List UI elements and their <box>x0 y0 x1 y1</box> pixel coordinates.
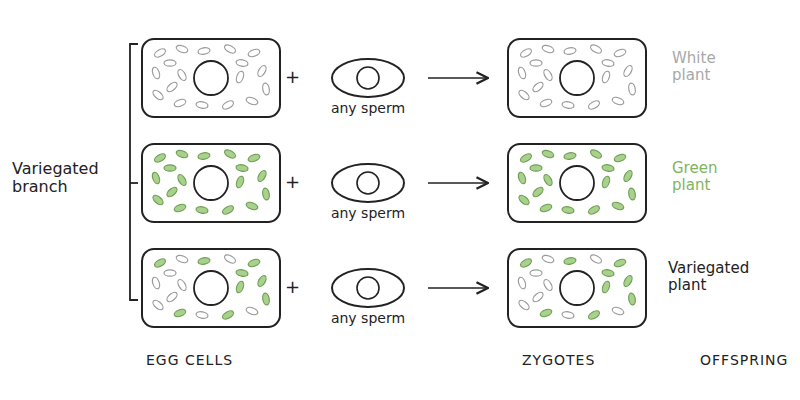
bracket-tick <box>130 182 138 184</box>
offspring-label: Green plant <box>672 160 742 195</box>
bracket <box>130 44 138 300</box>
sperm-outline <box>328 161 408 205</box>
cell-caption: any sperm <box>326 100 410 116</box>
column-heading: ZYGOTES <box>522 352 642 368</box>
offspring-label: Variegated plant <box>668 260 778 295</box>
sperm-cell: any sperm <box>326 266 410 326</box>
egg-cell <box>142 144 280 222</box>
zygote-cell <box>508 249 646 327</box>
zygote-cell <box>508 144 646 222</box>
plus-sign: + <box>285 67 305 88</box>
cell-caption: any sperm <box>326 205 410 221</box>
sperm-cell: any sperm <box>326 161 410 221</box>
column-heading: EGG CELLS <box>146 352 276 368</box>
arrow <box>428 77 488 79</box>
arrow <box>428 182 488 184</box>
sperm-cell: any sperm <box>326 56 410 116</box>
sperm-outline <box>328 56 408 100</box>
arrow <box>428 287 488 289</box>
egg-cell <box>142 39 280 117</box>
zygote-cell <box>508 39 646 117</box>
group-label: Variegated branch <box>12 160 122 197</box>
offspring-label: White plant <box>672 50 742 85</box>
sperm-outline <box>328 266 408 310</box>
column-heading: OFFSPRING <box>700 352 798 368</box>
cell-caption: any sperm <box>326 310 410 326</box>
egg-cell <box>142 249 280 327</box>
plus-sign: + <box>285 172 305 193</box>
plus-sign: + <box>285 277 305 298</box>
